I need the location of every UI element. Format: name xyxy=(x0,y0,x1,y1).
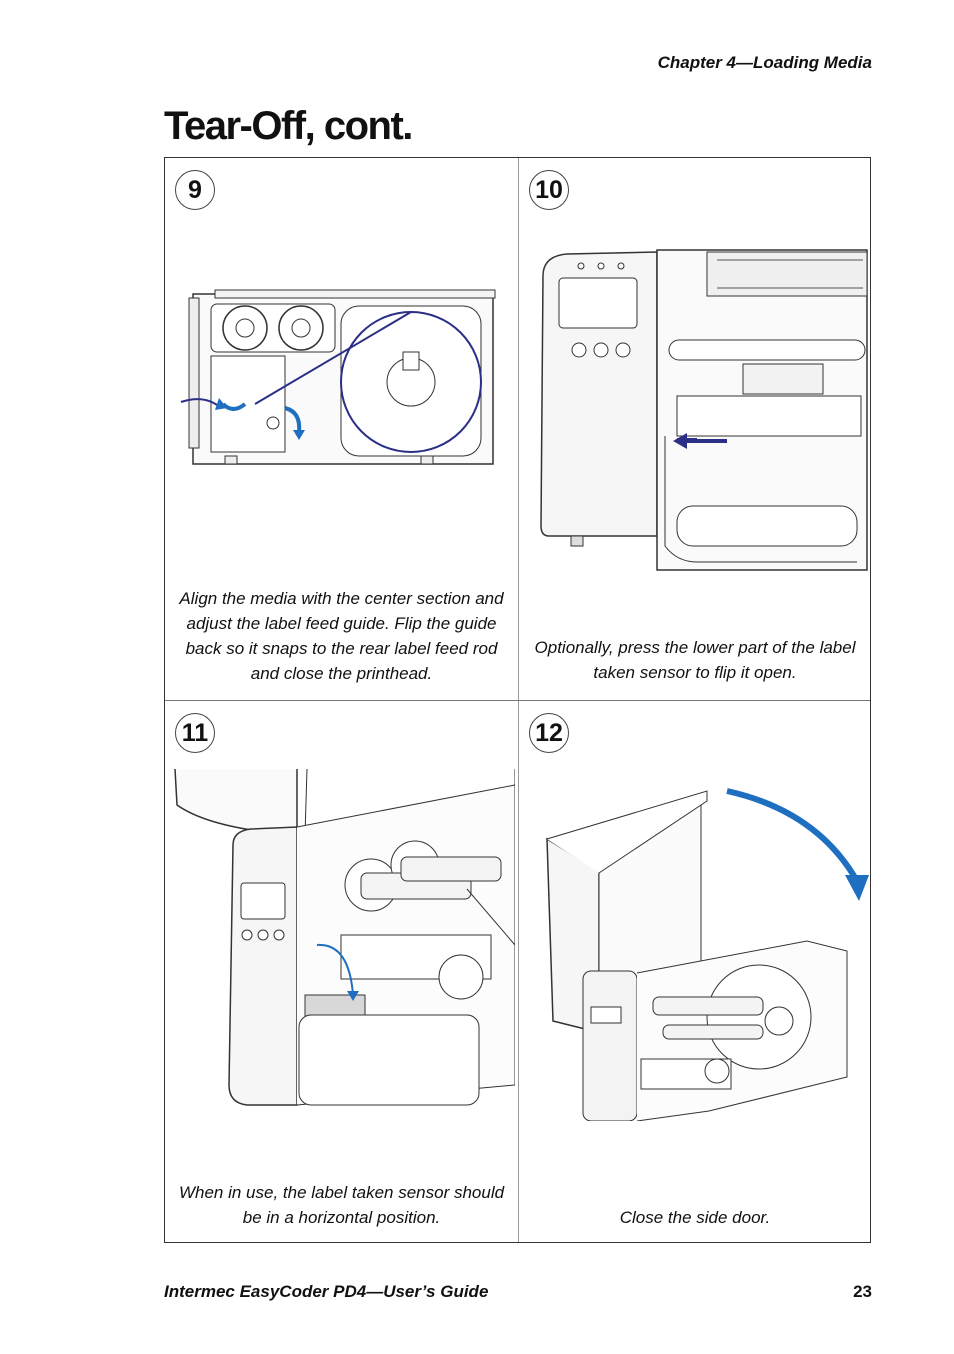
printer-side-view-illustration xyxy=(180,289,496,465)
step-caption: When in use, the label taken sensor shou… xyxy=(178,1183,505,1227)
step-caption: Optionally, press the lower part of the … xyxy=(534,638,856,682)
steps-grid: 9 Align the media with the cente xyxy=(164,157,871,1243)
step-number-badge: 9 xyxy=(175,170,215,210)
label-taken-sensor-illustration xyxy=(174,768,515,1106)
step-9-panel: 9 Align the media with the cente xyxy=(165,158,518,700)
step-11-panel: 11 When in use, the label taken sensor s… xyxy=(165,701,518,1243)
step-10-panel: 10 Optionally, press the lower part of xyxy=(519,158,871,700)
printer-front-closeup-illustration xyxy=(540,249,868,571)
step-caption: Close the side door. xyxy=(619,1208,771,1227)
footer-page-number: 23 xyxy=(853,1282,872,1301)
step-number-badge: 11 xyxy=(175,713,215,753)
step-number-badge: 12 xyxy=(529,713,569,753)
grid-divider-horizontal xyxy=(165,700,870,701)
chapter-header: Chapter 4—Loading Media xyxy=(657,53,872,72)
side-door-closing-illustration xyxy=(546,788,869,1121)
step-12-panel: 12 Close the side door. xyxy=(519,701,871,1243)
step-number-badge: 10 xyxy=(529,170,569,210)
step-caption: Align the media with the center section … xyxy=(179,589,504,683)
page-title: Tear-Off, cont. xyxy=(164,104,413,148)
footer-guide-title: Intermec EasyCoder PD4—User’s Guide xyxy=(164,1282,489,1301)
